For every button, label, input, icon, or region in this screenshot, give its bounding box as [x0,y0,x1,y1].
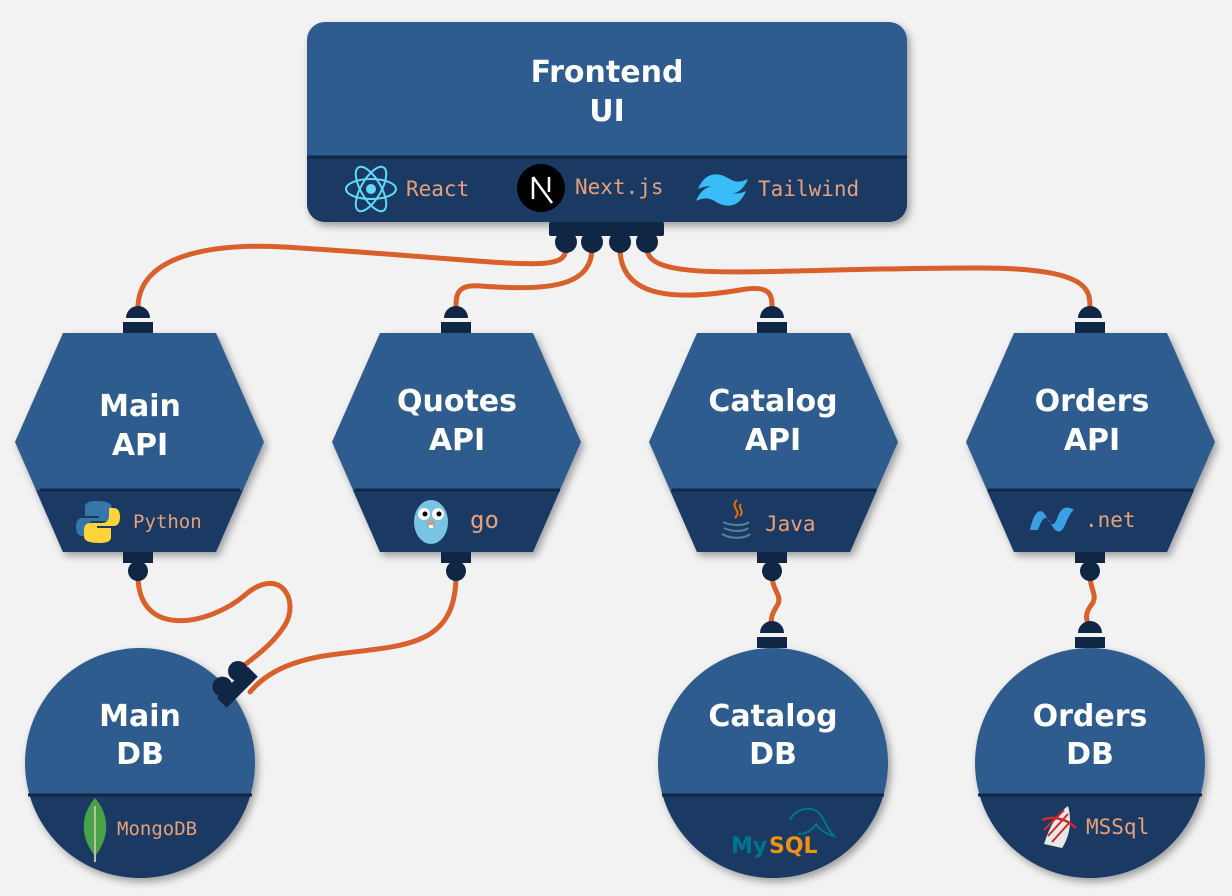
connector-top [757,306,787,333]
orders-db-node: Orders DB MSSql [975,621,1205,878]
mysql-dolphin-icon: My SQL [731,807,838,859]
catalog-api-title-line1: Catalog [708,384,837,419]
frontend-connector-port [549,222,664,253]
main-db-title-line1: Main [99,699,181,734]
mssql-icon [1041,806,1077,848]
frontend-node: Frontend UI React Next.js Tailwind [307,22,907,253]
main-api-title-line1: Main [99,389,181,424]
main-db-node: Main DB MongoDB [25,648,258,878]
orders-db-tech: MSSql [1086,815,1149,839]
orders-api-title-line1: Orders [1035,384,1150,419]
frontend-tech-nextjs: Next.js [575,175,664,199]
cable-main-api-main-db [135,572,293,678]
orders-db-title-line2: DB [1066,737,1114,772]
cable-orders-api-orders-db [1084,572,1097,631]
cable-frontend-orders-api [644,245,1093,311]
catalog-api-tech: Java [765,512,816,536]
catalog-api-title-line2: API [745,423,801,458]
nextjs-icon [517,164,565,212]
mysql-logo-my: My [731,834,767,859]
cable-frontend-catalog-api [617,245,775,311]
connections [135,243,1097,695]
connector-top [212,661,258,708]
frontend-tech-tailwind: Tailwind [758,177,859,201]
connector-top [123,306,153,333]
mysql-logo-sql: SQL [769,834,818,859]
frontend-title-line1: Frontend [531,55,684,90]
connector-bottom [757,552,787,581]
quotes-api-title-line2: API [429,423,485,458]
catalog-db-title-line1: Catalog [708,699,837,734]
main-db-tech: MongoDB [117,818,197,840]
main-api-title-line2: API [112,428,168,463]
connector-top [441,306,471,333]
connector-bottom [441,552,471,581]
main-api-node: Main API Python [15,306,264,581]
java-icon [721,499,751,539]
react-icon [345,165,397,213]
connector-top [1075,306,1105,333]
quotes-api-tech: go [470,506,499,534]
main-db-title-line2: DB [116,737,164,772]
cable-frontend-quotes-api [453,245,595,311]
catalog-api-node: Catalog API Java [649,306,898,581]
cable-catalog-api-catalog-db [768,572,782,631]
connector-bottom [123,552,153,581]
go-gopher-icon [414,500,448,544]
quotes-api-node: Quotes API go [332,306,581,581]
orders-api-title-line2: API [1064,423,1120,458]
quotes-api-title-line1: Quotes [397,384,517,419]
cable-quotes-api-main-db [247,572,459,695]
catalog-db-node: Catalog DB My SQL [658,621,888,878]
orders-db-title-line1: Orders [1033,699,1148,734]
frontend-tech-react: React [406,177,469,201]
main-api-tech: Python [133,511,202,533]
python-icon [76,501,120,543]
cable-frontend-main-api [135,243,569,311]
frontend-title-line2: UI [589,94,625,129]
tailwind-icon [696,174,748,206]
orders-api-node: Orders API .net [966,306,1215,581]
connector-bottom [1075,552,1105,581]
orders-api-tech: .net [1085,508,1136,532]
connector-top [757,621,787,648]
catalog-db-title-line2: DB [749,737,797,772]
connector-top [1075,621,1105,648]
mongodb-leaf-icon [83,798,107,862]
dotnet-icon [1030,507,1074,532]
